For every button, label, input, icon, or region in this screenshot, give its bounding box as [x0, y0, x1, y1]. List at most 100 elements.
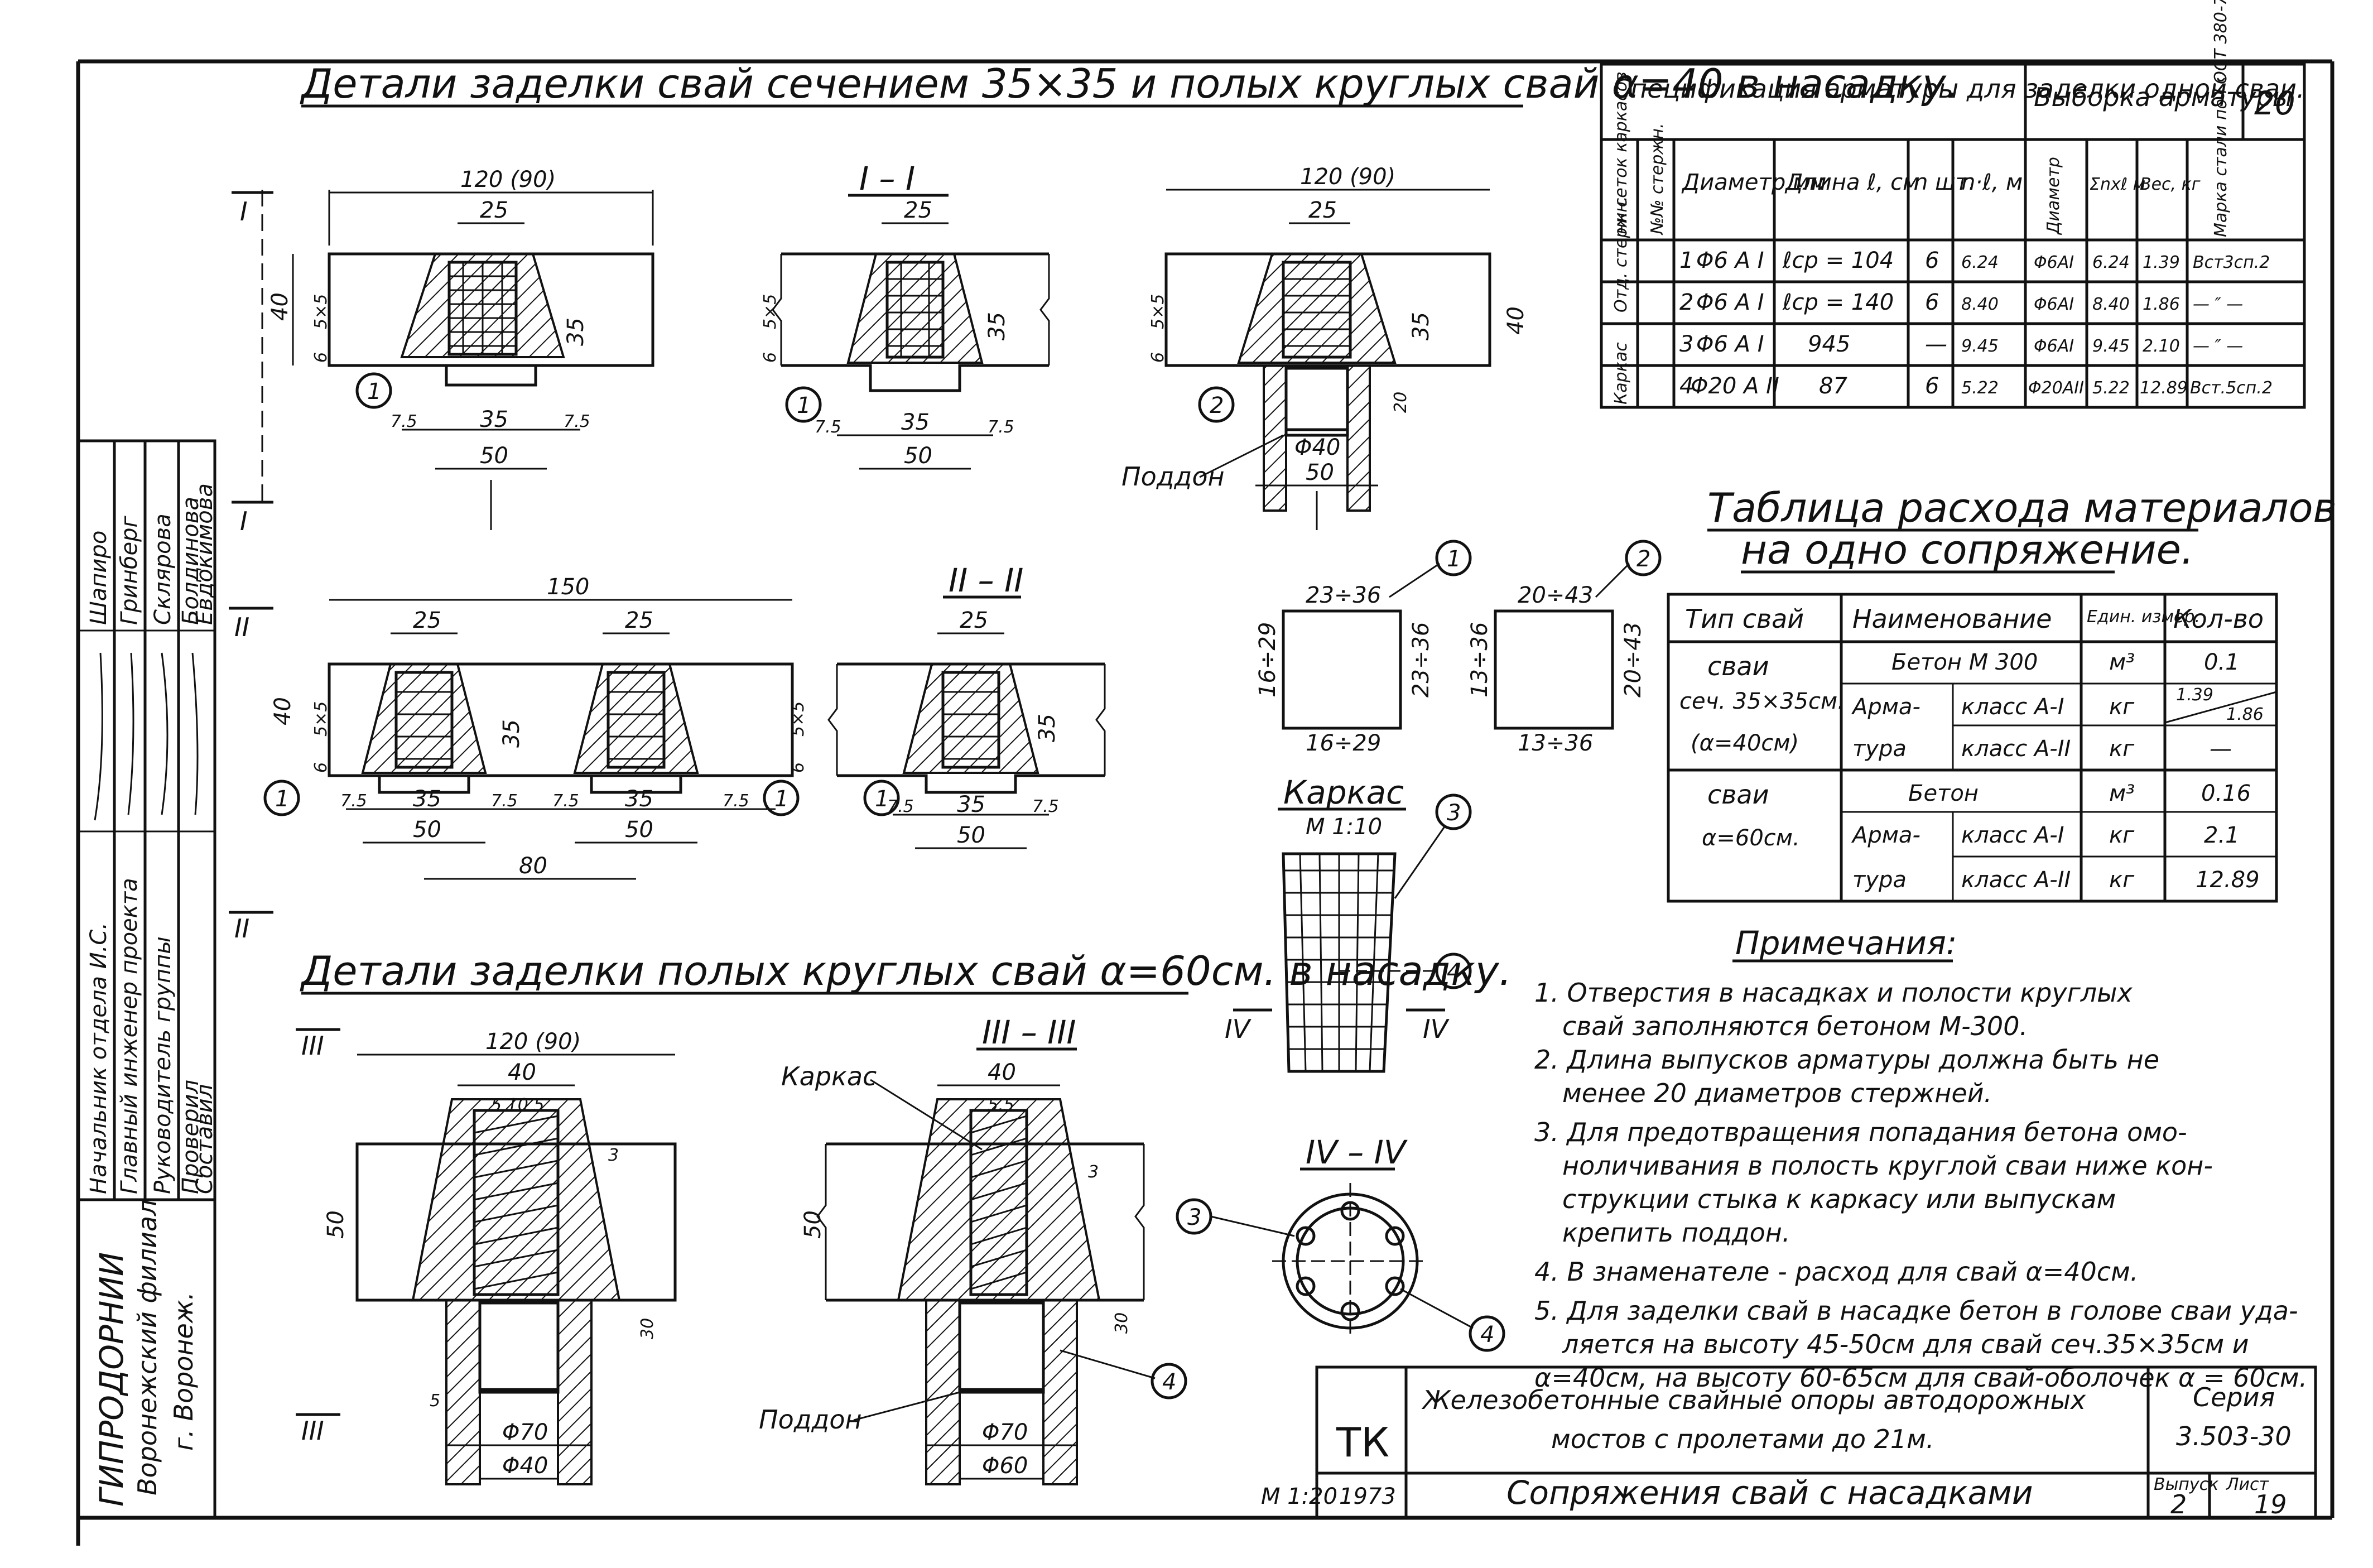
- svg-text:0.16: 0.16: [2201, 781, 2251, 806]
- note-line: 1. Отверстия в насадках и полости круглы…: [1534, 978, 2133, 1008]
- materials-table: Таблица расхода материалов на одно сопря…: [1667, 484, 2337, 903]
- name-group-lead: Склярова: [150, 513, 176, 625]
- section-mark-iii-bottom: III: [301, 1416, 324, 1446]
- spec-title: Спецификация арматуры для заделки одной …: [1613, 74, 2305, 104]
- dim-phi40-f: Φ40: [502, 1453, 548, 1479]
- drawing-scale: М 1:20: [1261, 1484, 1337, 1509]
- role-head: Начальник отдела И.С.: [86, 922, 112, 1194]
- svg-text:класс A-I: класс A-I: [1961, 823, 2064, 848]
- spec-h5: n·ℓ, м: [1961, 170, 2023, 195]
- dim-50-e: 50: [957, 823, 985, 848]
- section-iii-title: III – III: [982, 1013, 1076, 1051]
- svg-text:3: 3: [1679, 331, 1693, 357]
- svg-text:4: 4: [1679, 373, 1693, 399]
- note-line: менее 20 диаметров стержней.: [1562, 1078, 1992, 1108]
- dim-50-b: 50: [904, 443, 932, 469]
- dim-50-d1: 50: [413, 817, 441, 843]
- section-mark-ii-bottom: II: [234, 913, 249, 944]
- section-mark-iv-right: IV: [1423, 1014, 1450, 1044]
- dim-30-f: 30: [638, 1318, 657, 1339]
- svg-text:1.86: 1.86: [2143, 295, 2180, 314]
- dim-5-f: 5: [430, 1391, 440, 1411]
- view-section-ii: II – II 25 5×5 6 35 7.5 35 7.5 50 1: [788, 561, 1106, 849]
- stamp-series-label: Серия: [2193, 1382, 2275, 1412]
- dim-40-g: 40: [988, 1060, 1016, 1085]
- spec-h1: №№ стержн.: [1648, 123, 1667, 235]
- dim-40-d: 40: [270, 697, 296, 725]
- dim-25-e: 25: [960, 608, 988, 633]
- dim-40-a: 40: [267, 292, 293, 321]
- dim-35-d1: 35: [413, 786, 441, 812]
- svg-text:1: 1: [1679, 248, 1693, 273]
- dim-75-e2: 7.5: [1032, 797, 1059, 816]
- dim-35-b2: 35: [901, 410, 930, 435]
- spec-table: Спецификация арматуры для заделки одной …: [1600, 0, 2306, 409]
- dim-35-e: 35: [1034, 714, 1060, 742]
- svg-text:8.40: 8.40: [1961, 295, 1999, 314]
- svg-text:Φ20AII: Φ20AII: [2028, 378, 2084, 398]
- svg-text:9.45: 9.45: [1961, 336, 1999, 356]
- note-line: 4. В знаменателе - расход для свай α=40с…: [1534, 1257, 2138, 1287]
- svg-text:945: 945: [1808, 331, 1850, 357]
- dim-75-e1: 7.5: [887, 797, 914, 816]
- view-front-double: 150 25 25 40 5×5 6 35 7.5 35 7.5 7.5 35 …: [263, 574, 800, 880]
- notes-title: Примечания:: [1735, 924, 1957, 962]
- svg-text:м³: м³: [2109, 650, 2135, 675]
- dim-50-d2: 50: [625, 817, 653, 843]
- note-line: ляется на высоту 45-50см для свай сеч.35…: [1562, 1329, 2249, 1359]
- svg-text:Φ6AI: Φ6AI: [2034, 253, 2074, 272]
- dim-25-a: 25: [480, 198, 508, 223]
- svg-text:1.39: 1.39: [2176, 685, 2213, 705]
- label-poddon-c: Поддон: [1121, 461, 1225, 492]
- dim-3-f: 3: [608, 1146, 619, 1165]
- dim-75-a2: 7.5: [564, 412, 590, 431]
- spec-h6: Диаметр: [2044, 157, 2063, 235]
- dim-35-b: 35: [984, 312, 1010, 340]
- dim-75-a1: 7.5: [391, 412, 417, 431]
- org-branch: Воронежский филиал: [132, 1200, 162, 1495]
- mat-row: Арма- класс A-I кг 1.39 1.86: [1851, 685, 2264, 724]
- dim-6-d: 6: [311, 762, 331, 773]
- dim-phi70-g: Φ70: [982, 1420, 1028, 1445]
- dim-6-b: 6: [760, 352, 780, 363]
- svg-text:Арма-: Арма-: [1851, 823, 1920, 848]
- rebar1-bottom: 16÷29: [1306, 730, 1381, 756]
- section-mark-i-bottom: I: [240, 506, 248, 536]
- dim-phi40-c: Φ40: [1294, 435, 1340, 460]
- dim-35-a2: 35: [480, 407, 508, 432]
- dim-5x5-b: 5×5: [760, 294, 780, 329]
- dim-6-a: 6: [311, 352, 331, 363]
- svg-text:—: —: [1925, 331, 1947, 357]
- callout-1-d2: 1: [774, 786, 788, 812]
- svg-text:класс A-II: класс A-II: [1961, 867, 2071, 893]
- svg-text:Вст3сп.2: Вст3сп.2: [2193, 253, 2270, 272]
- dim-width-c: 120 (90): [1300, 164, 1395, 190]
- mat-type1-b: сеч. 35×35см.: [1679, 689, 1845, 714]
- svg-text:5.22: 5.22: [2092, 378, 2130, 398]
- svg-text:6: 6: [1925, 290, 1939, 315]
- view-section-i: I – I 25 5×5 6 35 7.5 35 7.5 50 1: [760, 160, 1050, 470]
- svg-text:Бетон: Бетон: [1908, 781, 1979, 806]
- org-name: ГИПРОДОРНИИ: [93, 1252, 131, 1507]
- dim-5105-f: 5 10 5: [491, 1095, 544, 1115]
- mat-type1-c: (α=40см): [1691, 730, 1799, 756]
- svg-text:класс A-I: класс A-I: [1961, 694, 2064, 720]
- org-city: г. Воронеж.: [169, 1292, 199, 1451]
- mat-h3: Кол-во: [2173, 604, 2264, 634]
- svg-text:кг: кг: [2109, 736, 2135, 762]
- callout-1-b: 1: [797, 393, 811, 419]
- dim-55-g: 5.5: [988, 1095, 1014, 1115]
- note-line: 2. Длина выпусков арматуры должна быть н…: [1534, 1045, 2159, 1075]
- svg-text:12.89: 12.89: [2196, 867, 2260, 893]
- callout-4-g: 4: [1162, 1369, 1176, 1395]
- svg-text:8.40: 8.40: [2092, 295, 2130, 314]
- spec-selection-label: Выборка арматуры: [2034, 82, 2293, 112]
- section-mark-ii-top: II: [234, 612, 249, 642]
- dim-6-c: 6: [1148, 352, 1168, 363]
- name-head: Шапиро: [86, 531, 112, 625]
- dim-75-b1: 7.5: [815, 417, 841, 437]
- mat-h1: Наименование: [1852, 604, 2052, 634]
- view-front-single: 120 (90) 25 40 5×5 6 35 7.5 35 7.5 50 1: [267, 167, 654, 530]
- section-iv-title: IV – IV: [1306, 1133, 1408, 1171]
- rebar-sketch-2: 20÷43 13÷36 20÷43 13÷36 2: [1467, 540, 1662, 756]
